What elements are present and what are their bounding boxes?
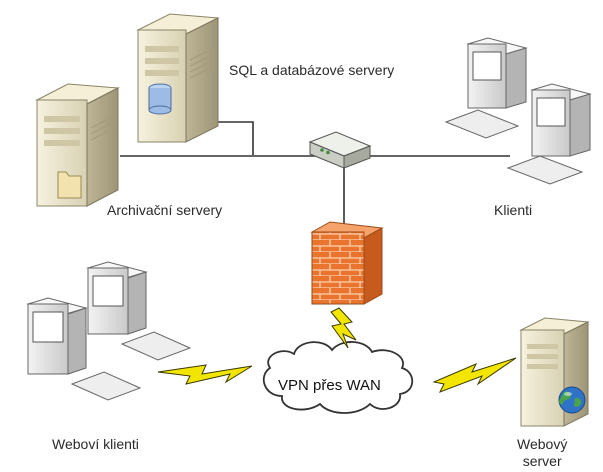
computer-icon bbox=[26, 297, 142, 401]
computer-icon bbox=[444, 37, 528, 139]
lightning-icon bbox=[330, 307, 357, 349]
archive-servers-label: Archivační servery bbox=[107, 202, 223, 218]
folder-icon bbox=[57, 171, 82, 199]
sql-servers-label: SQL a databázové servery bbox=[229, 62, 395, 78]
web-server-label-line1: Webový bbox=[517, 436, 568, 452]
lightning-icon bbox=[432, 357, 517, 393]
computer-icon bbox=[86, 261, 192, 361]
web-clients-label: Weboví klienti bbox=[52, 436, 139, 452]
router-icon bbox=[308, 131, 372, 169]
web-server-label: Webový server bbox=[517, 436, 567, 470]
vpn-label: VPN přes WAN bbox=[278, 377, 381, 394]
lightning-icon bbox=[157, 364, 253, 385]
cloud-icon bbox=[262, 341, 414, 414]
web-server-label-line2: server bbox=[522, 453, 562, 469]
server-icon bbox=[136, 13, 220, 143]
clients-label: Klienti bbox=[494, 202, 533, 218]
globe-icon bbox=[558, 386, 586, 414]
computer-icon bbox=[506, 83, 592, 185]
firewall-icon bbox=[310, 221, 384, 305]
database-icon bbox=[148, 83, 172, 115]
